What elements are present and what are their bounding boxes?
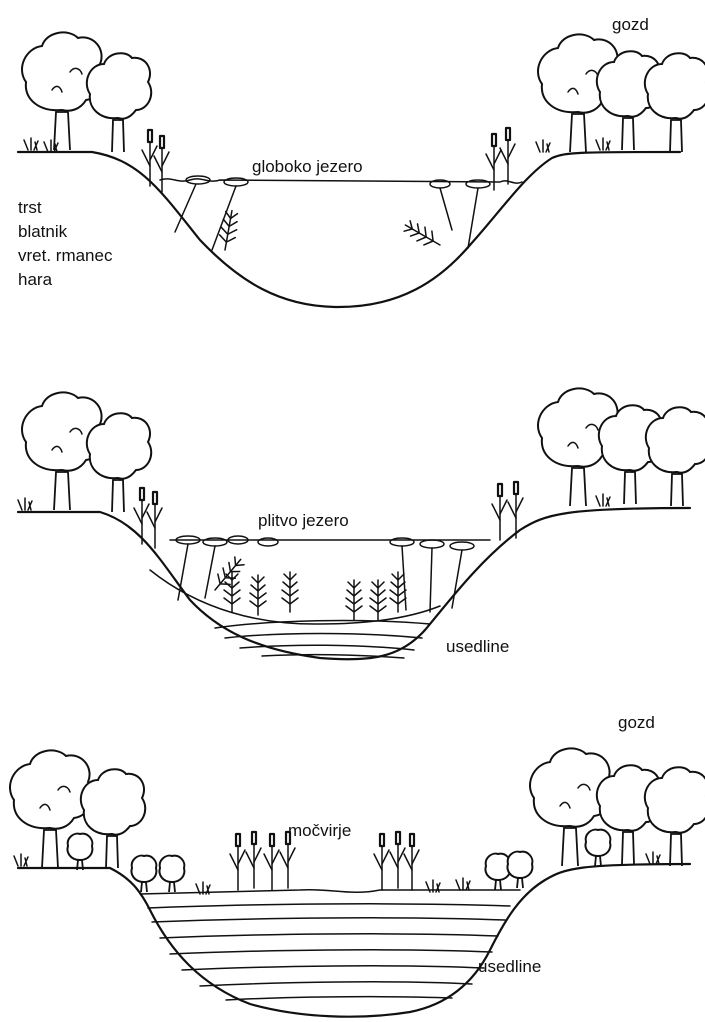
panel-shallow-lake: plitvo jezero usedline [18,388,705,659]
forest-label-top: gozd [612,15,649,34]
plant-label-milfoil: vret. rmanec [18,246,113,265]
forest-left-trees [22,32,151,152]
plant-label-mud: blatnik [18,222,68,241]
forest-left-trees-2 [22,392,151,512]
panel-marsh: močvirje gozd usedline [10,713,705,1017]
forest-right-trees [538,34,705,152]
forest-right-trees-2 [538,388,705,506]
forest-label-bottom: gozd [618,713,655,732]
lake-basin-3 [18,864,690,1017]
lake-label-shallow: plitvo jezero [258,511,349,530]
forest-left-trees-3 [10,750,145,870]
sediment-label-2: usedline [446,637,509,656]
sediment-layers-3 [148,904,510,1000]
plant-label-chara: hara [18,270,53,289]
plant-label-reed: trst [18,198,42,217]
forest-right-trees-3 [530,748,705,866]
panel-deep-lake: globoko jezero gozd trst blatnik vret. r… [18,15,705,307]
marsh-label: močvirje [288,821,351,840]
lake-label-deep: globoko jezero [252,157,363,176]
sediment-label-3: usedline [478,957,541,976]
